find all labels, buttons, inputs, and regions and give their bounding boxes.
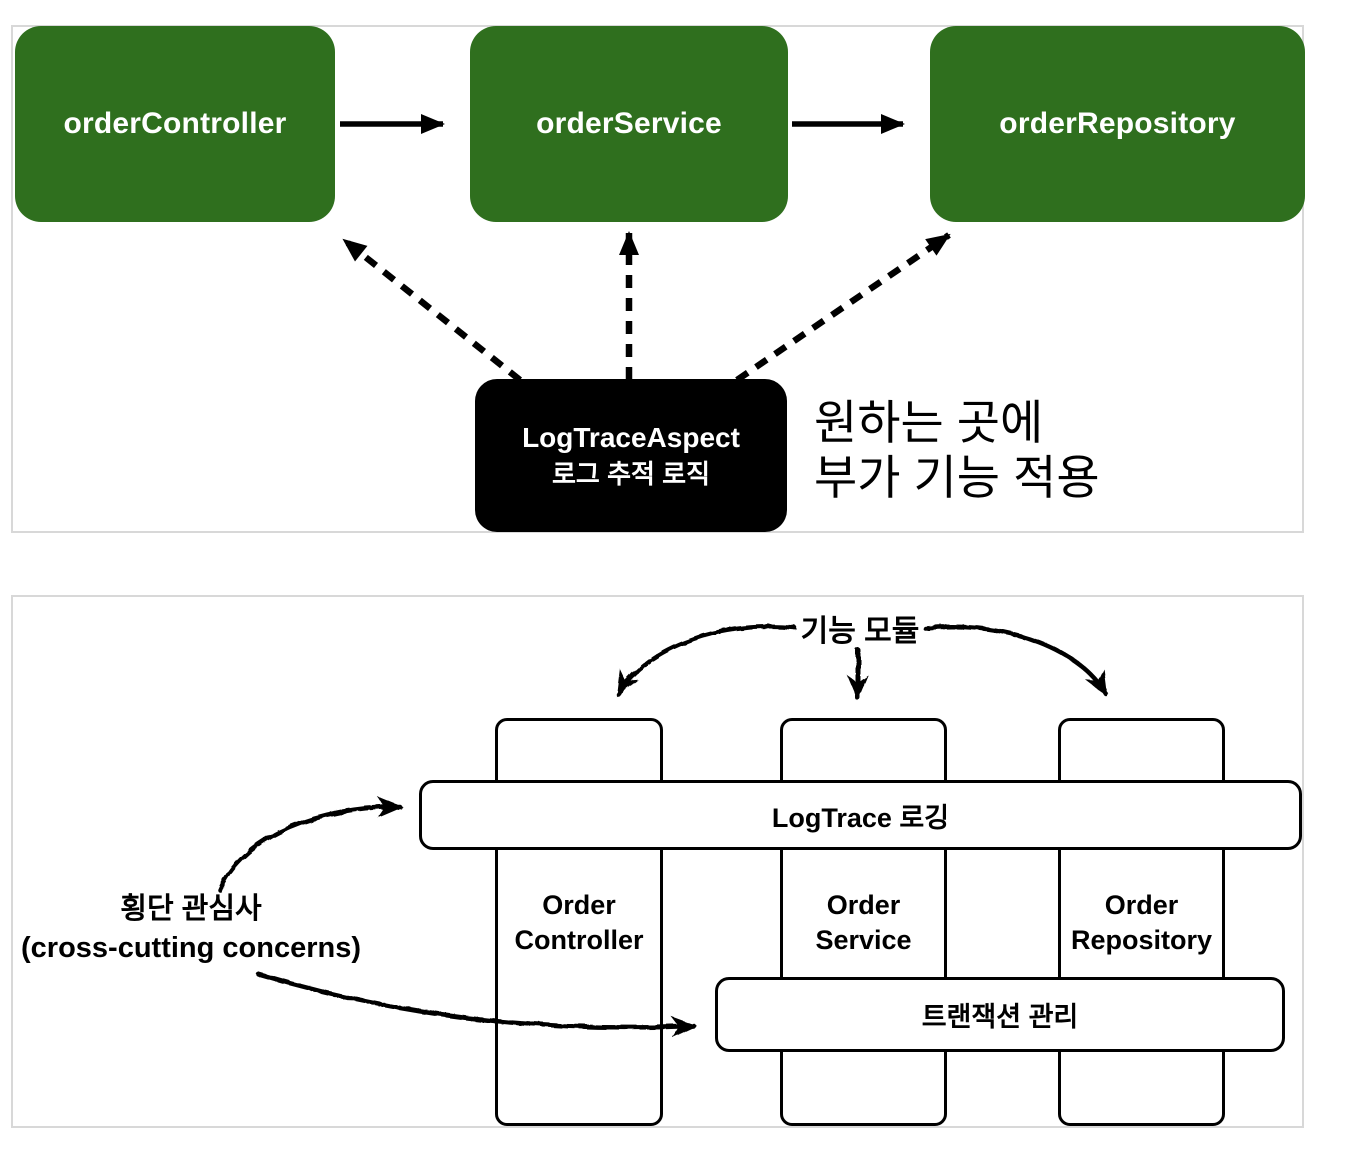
apply-anywhere-annotation: 원하는 곳에 부가 기능 적용: [814, 396, 1100, 506]
logtrace-aspect-title: LogTraceAspect: [522, 422, 740, 454]
bar-logtrace-label: LogTrace 로깅: [771, 802, 950, 833]
cross-cutting-label: 횡단 관심사 (cross-cutting concerns): [8, 890, 374, 967]
node-order-service: orderService: [470, 26, 788, 222]
node-order-repository-label: orderRepository: [999, 107, 1236, 140]
column-order-service-label: Order Service: [815, 890, 912, 955]
column-order-controller-label: Order Controller: [514, 890, 644, 955]
cross-cutting-label-korean: 횡단 관심사: [120, 893, 262, 925]
node-order-controller: orderController: [15, 26, 335, 222]
bar-logtrace-logging: LogTrace 로깅: [419, 780, 1302, 850]
bar-transaction-label: 트랜잭션 관리: [921, 1002, 1079, 1032]
annotation-line-1: 원하는 곳에: [814, 396, 1044, 449]
feature-module-label: 기능 모듈: [800, 615, 920, 648]
annotation-line-2: 부가 기능 적용: [814, 450, 1100, 504]
bar-transaction-management: 트랜잭션 관리: [715, 977, 1285, 1052]
node-order-service-label: orderService: [536, 107, 722, 140]
column-order-repository-label: Order Repository: [1070, 890, 1213, 955]
node-order-controller-label: orderController: [63, 107, 287, 140]
node-order-repository: orderRepository: [930, 26, 1305, 222]
logtrace-aspect-subtitle: 로그 추적 로직: [552, 458, 710, 489]
node-logtrace-aspect: LogTraceAspect 로그 추적 로직: [475, 379, 787, 532]
cross-cutting-label-english: (cross-cutting concerns): [21, 931, 361, 964]
